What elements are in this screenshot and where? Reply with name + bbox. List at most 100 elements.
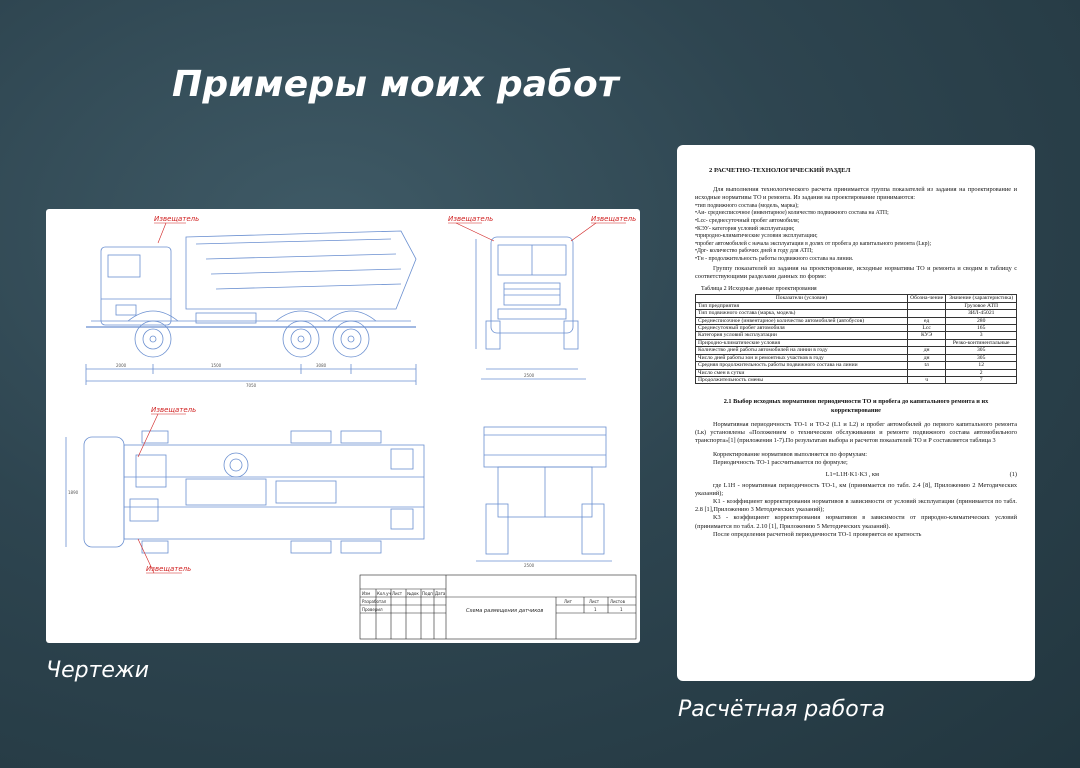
table-header: Обозна-чение <box>906 294 947 303</box>
dim-text: 3080 <box>316 363 327 368</box>
dim-text: 1890 <box>68 490 79 495</box>
table-cell: 165 <box>945 323 1017 333</box>
stamp-value: 1 <box>594 607 597 612</box>
dim-text: 7050 <box>246 383 257 388</box>
section-paragraph: Корректирование нормативов выполняется п… <box>713 451 868 459</box>
sensor-label: Извещатель <box>591 215 636 223</box>
dim-text: 2500 <box>524 563 535 568</box>
stamp-right: Лист <box>589 599 600 604</box>
doc-heading: 2 РАСЧЕТНО-ТЕХНОЛОГИЧЕСКИЙ РАЗДЕЛ <box>709 167 851 174</box>
dim-text: 1500 <box>211 363 222 368</box>
where-line: После определения расчетной периодичност… <box>713 530 922 538</box>
table-cell: 3 <box>945 331 1017 340</box>
table-cell: Число смен в сутки <box>695 368 908 377</box>
table-row: Число смен в сутки 2 <box>695 368 1017 377</box>
table-cell: ЗИЛ-45021 <box>945 309 1017 318</box>
table-row: Среднесписочное (инвентарное) количество… <box>695 316 1017 326</box>
calculation-caption: Расчётная работа <box>678 697 886 722</box>
where-line: K3 - коэффициент корректирования нормати… <box>695 514 1017 530</box>
table-cell <box>906 338 947 348</box>
table-row: Тип подвижного состава (марка, модель) ЗИ… <box>695 309 1017 318</box>
stamp-header: Кол.уч <box>377 591 391 596</box>
truck-top-view <box>65 430 425 554</box>
table-cell: Число дней работы зон и ремонтных участк… <box>695 353 908 363</box>
sensor-label: Извещатель <box>448 215 493 223</box>
bullet-item: •Аи- среднесписочное (инвентарное) колич… <box>695 210 889 217</box>
table-cell: Количество дней работы автомобилей на ли… <box>695 346 908 355</box>
truck-side-view <box>85 230 417 385</box>
table-row: Количество дней работы автомобилей на ли… <box>695 346 1017 355</box>
bullet-item: •КЭУ- категория условий эксплуатации; <box>695 225 795 232</box>
table-row: Средняя продолжительность работы подвижн… <box>695 361 1017 370</box>
calculation-document: 2 РАСЧЕТНО-ТЕХНОЛОГИЧЕСКИЙ РАЗДЕЛ Для вы… <box>677 145 1035 681</box>
stamp-value: 1 <box>620 607 623 612</box>
table-cell: 7 <box>945 375 1017 385</box>
table-cell: ч <box>906 375 947 385</box>
table-cell: дн <box>906 346 947 355</box>
table-cell: Природно-климатические условия <box>695 338 908 348</box>
table-cell: 305 <box>945 353 1017 363</box>
table-header: Показатели (условие) <box>695 294 908 303</box>
bullet-item: •пробег автомобилей с начала эксплуатаци… <box>695 240 932 247</box>
page-title: Примеры моих работ <box>172 64 620 105</box>
table-cell: 280 <box>945 316 1017 326</box>
table-cell: Среднесуточный пробег автомобиля <box>695 323 908 333</box>
table-cell: дн <box>906 353 947 363</box>
stamp-header: Подп <box>422 591 433 596</box>
table-cell: Категория условий эксплуатации <box>695 331 908 340</box>
table-cell <box>906 368 947 377</box>
section-paragraph: Периодичность ТО-1 рассчитывается по фор… <box>713 459 848 467</box>
where-line: K1 - коэффициент корректирования нормати… <box>695 498 1017 514</box>
table-cell: Резко-континентальные <box>945 338 1017 348</box>
table-cell: 2 <box>945 368 1017 377</box>
bullet-item: •Тн - продолжительность работы подвижног… <box>695 255 854 262</box>
sensor-label: Извещатель <box>146 565 191 573</box>
stamp-row: Проверил <box>362 607 383 612</box>
table-cell: ед <box>906 316 947 326</box>
sensor-label: Извещатель <box>151 406 196 414</box>
table-cell: Грузовое АТП <box>945 301 1017 311</box>
table-cell: КУЭ <box>906 331 947 340</box>
table-cell: Средняя продолжительность работы подвижн… <box>695 361 908 370</box>
table-row: Тип предприятия Грузовое АТП <box>695 301 1017 311</box>
source-data-table: Показатели (условие) Обозна-чение Значен… <box>695 294 1017 385</box>
formula-text: L1=L1Н·K1·K3 , км <box>825 470 880 478</box>
dim-text: 2500 <box>524 373 535 378</box>
bullet-item: •природно-климатические условия эксплуат… <box>695 233 818 240</box>
dim-text: 2000 <box>116 363 127 368</box>
stamp-header: Дата <box>435 591 446 596</box>
drawing-sheet: 2000 1500 3080 7050 2500 2500 1890 Извещ… <box>46 209 640 643</box>
truck-rear-view <box>476 426 612 562</box>
table-cell <box>906 301 947 311</box>
stamp-header: №док <box>407 591 419 596</box>
title-block <box>359 574 637 640</box>
stamp-right: Листов <box>610 599 626 604</box>
bullet-item: •Lсс- среднесуточный пробег автомобиля; <box>695 217 800 224</box>
table-cell: Тип предприятия <box>695 301 908 311</box>
stamp-header: Лист <box>392 591 403 596</box>
table-cell <box>906 309 947 318</box>
table-row: Число дней работы зон и ремонтных участк… <box>695 353 1017 363</box>
table-cell: tл <box>906 361 947 370</box>
bullet-item: •Дрг- количество рабочих дней в году для… <box>695 248 813 255</box>
table-caption: Таблица 2 Исходные данные проектирования <box>701 285 817 292</box>
table-cell: Продолжительность смены <box>695 375 908 385</box>
table-cell: Тип подвижного состава (марка, модель) <box>695 309 908 318</box>
sensor-label: Извещатель <box>154 215 199 223</box>
doc-intro: Для выполнения технологического расчета … <box>695 185 1017 201</box>
table-cell: 12 <box>945 361 1017 370</box>
stamp-row: Разработал <box>362 599 387 604</box>
table-cell: Среднесписочное (инвентарное) количество… <box>695 316 908 326</box>
table-cell: Lcc <box>906 323 947 333</box>
table-row: Природно-климатические условия Резко-конт… <box>695 338 1017 348</box>
section-heading: 2.1 Выбор исходных нормативов периодично… <box>723 398 989 414</box>
stamp-title: Схема размещения датчиков <box>466 608 543 614</box>
bullet-item: •тип подвижного состава (модель, марка); <box>695 202 799 209</box>
truck-front-view <box>475 236 586 380</box>
where-line: где L1Н - нормативная периодичность ТО-1… <box>695 481 1017 497</box>
stamp-header: Изм <box>362 591 370 596</box>
doc-group-text: Группу показателей из задания на проекти… <box>695 265 1017 281</box>
